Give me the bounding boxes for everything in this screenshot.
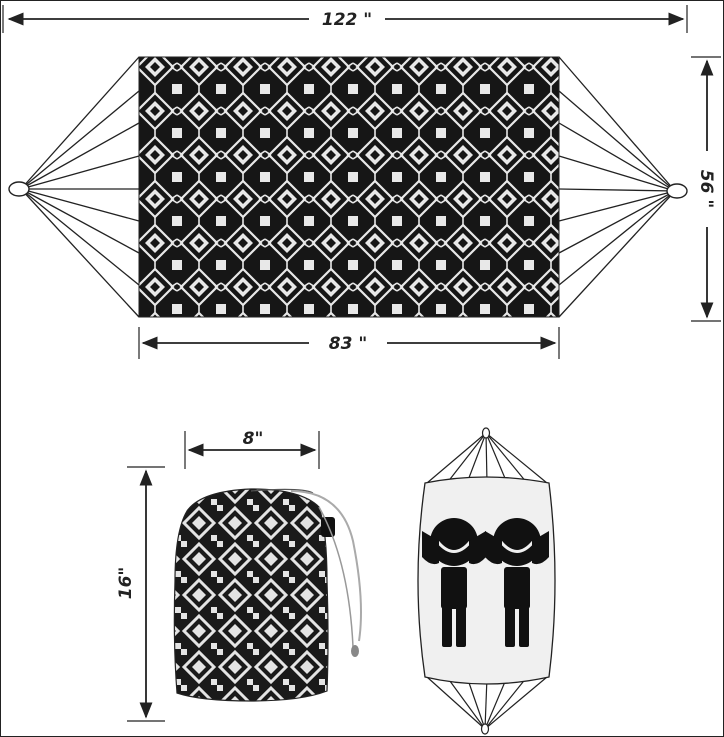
- small-hammock-bed: [417, 476, 556, 685]
- left-ring-icon: [8, 181, 30, 197]
- left-suspension-cords: [20, 56, 140, 318]
- person-figure-left: [422, 518, 486, 647]
- bag-width-dimension: 8": [184, 429, 320, 469]
- hammock-bed-fabric: [138, 56, 560, 318]
- cord-stopper: [351, 645, 359, 657]
- bag-drawstring: [290, 490, 362, 642]
- two-people-lying-icon: [417, 427, 556, 735]
- bag-width-label: 8": [243, 429, 264, 449]
- top-cords: [426, 432, 548, 484]
- hammock-top-view: [8, 56, 688, 318]
- bed-width-dimension: 56 ": [691, 56, 721, 322]
- person-figure-right: [485, 518, 549, 647]
- bed-width-label: 56 ": [696, 170, 716, 208]
- overall-length-label: 122 ": [322, 10, 372, 30]
- bag-height-label: 16": [116, 567, 136, 600]
- right-ring-icon: [666, 183, 688, 199]
- bed-length-label: 83 ": [329, 334, 367, 354]
- bottom-cords: [426, 676, 548, 730]
- right-suspension-cords: [558, 56, 676, 318]
- bag-height-dimension: 16": [116, 466, 165, 722]
- drawstring-storage-bag-icon: [173, 488, 362, 702]
- bed-length-dimension: 83 ": [138, 327, 560, 359]
- overall-length-dimension: 122 ": [2, 5, 688, 33]
